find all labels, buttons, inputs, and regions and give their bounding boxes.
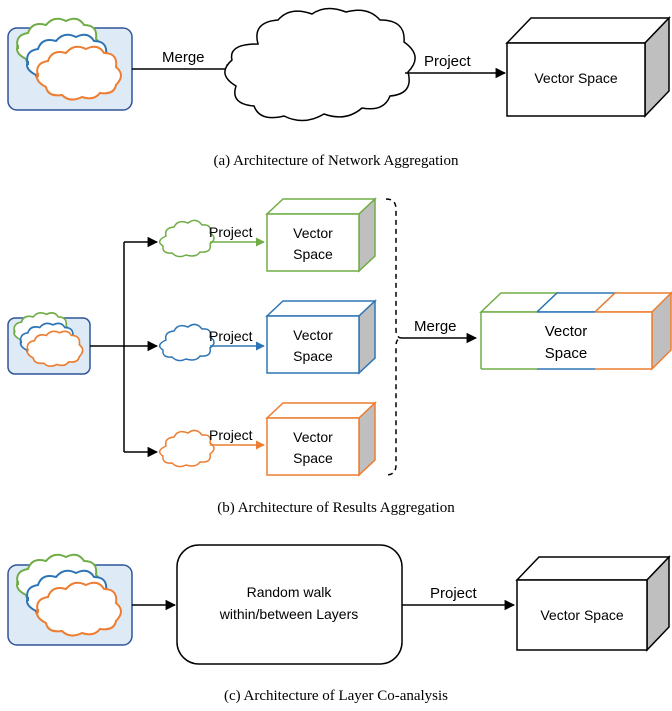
vector-space-label: Vector Space	[534, 70, 617, 86]
merged-vector-space-cube: Vector Space	[479, 291, 672, 371]
merged-network-cloud	[224, 7, 416, 122]
orange-vector-label-1: Vector	[293, 429, 333, 445]
multilayer-network-icon	[7, 312, 91, 375]
blue-vector-label-2: Space	[293, 348, 333, 364]
green-vector-label-2: Space	[293, 246, 333, 262]
merge-label: Merge	[162, 49, 205, 66]
random-walk-label-1: Random walk	[247, 584, 333, 600]
branch-blue: Project Vector Space	[158, 299, 377, 375]
orange-layer-cloud	[158, 429, 215, 468]
branch-green: Project Vector Space	[158, 197, 377, 273]
multilayer-network-icon	[7, 17, 133, 111]
green-project-label: Project	[209, 224, 253, 240]
project-label: Project	[424, 53, 472, 70]
vector-space-label-c: Vector Space	[540, 607, 623, 623]
green-vector-space-cube: Vector Space	[265, 197, 377, 273]
blue-vector-space-cube: Vector Space	[265, 299, 377, 375]
merge-label-b: Merge	[414, 318, 457, 335]
blue-vector-label-1: Vector	[293, 327, 333, 343]
green-vector-label-1: Vector	[293, 225, 333, 241]
orange-vector-label-2: Space	[293, 450, 333, 466]
orange-project-label: Project	[209, 427, 253, 443]
merged-vector-label-1: Vector	[545, 323, 588, 340]
green-layer-cloud	[158, 219, 215, 258]
branch-orange: Project Vector Space	[158, 401, 377, 477]
blue-layer-cloud	[158, 323, 215, 362]
vector-space-cube-c: Vector Space	[515, 555, 671, 652]
random-walk-label-2: within/between Layers	[219, 606, 359, 622]
blue-project-label: Project	[209, 328, 253, 344]
merge-bracket	[385, 198, 403, 476]
caption-b: (b) Architecture of Results Aggregation	[217, 500, 455, 516]
merged-vector-label-2: Space	[545, 345, 588, 362]
vector-space-cube: Vector Space	[505, 16, 671, 118]
caption-a: (a) Architecture of Network Aggregation	[214, 153, 459, 169]
caption-c: (c) Architecture of Layer Co-analysis	[224, 688, 448, 704]
project-label-c: Project	[430, 585, 478, 602]
panel-a: Merge Project Vector Space (a) Architect…	[7, 7, 671, 169]
multilayer-network-icon	[7, 553, 133, 646]
panel-c: Random walk within/between Layers Projec…	[7, 544, 671, 704]
random-walk-box	[176, 544, 403, 665]
orange-vector-space-cube: Vector Space	[265, 401, 377, 477]
panel-b: Project Vector Space Project Vector Spac…	[7, 197, 672, 516]
